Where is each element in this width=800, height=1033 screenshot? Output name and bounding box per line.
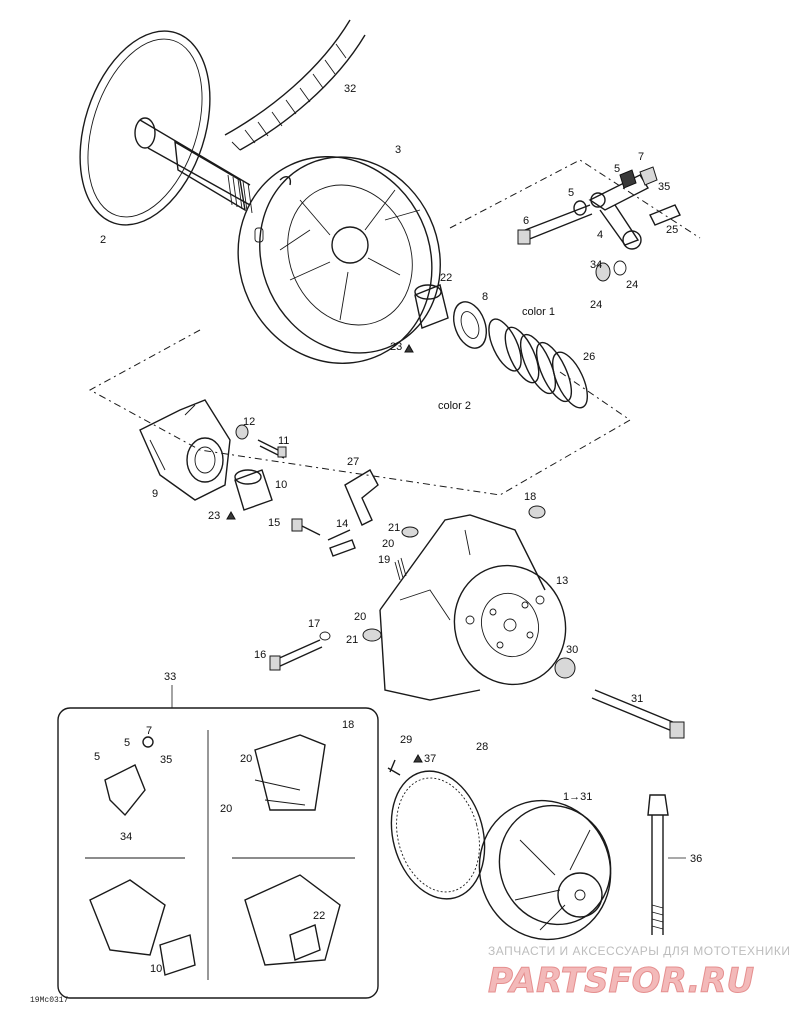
watermark-logo: PARTSFOR.RU	[488, 961, 754, 1001]
ring-gear-part	[387, 753, 486, 900]
callout-10: 10	[275, 479, 287, 491]
callout-11: 11	[278, 435, 289, 447]
callout-3: 3	[395, 144, 401, 156]
callout-16: 16	[254, 649, 266, 661]
fixed-sheave-part	[79, 30, 253, 226]
lever-arm-assembly	[517, 166, 681, 282]
callout-labels: 32 2 3 7 5 5 35 6 4 25 34 24 24 22 8 col…	[94, 83, 702, 975]
callout-inset-5: 5	[94, 751, 100, 763]
assembled-pulley-part	[478, 799, 612, 941]
callout-13: 13	[556, 575, 568, 587]
callout-inset-7: 7	[146, 725, 152, 737]
callout-inset-34: 34	[120, 831, 132, 843]
callout-17: 17	[308, 618, 320, 630]
governor-cup-parts	[139, 399, 287, 520]
callout-37: 37	[424, 753, 436, 765]
callout-26: 26	[583, 351, 595, 363]
callout-inset-18: 18	[342, 719, 354, 731]
callout-20: 20	[382, 538, 394, 550]
callout-inset-22: 22	[313, 910, 325, 922]
callout-33: 33	[164, 671, 176, 683]
callout-5: 5	[568, 187, 574, 199]
callout-15: 15	[268, 517, 280, 529]
callout-25: 25	[666, 224, 678, 236]
callout-27: 27	[347, 456, 359, 468]
callout-23: 23	[390, 341, 402, 353]
callout-21: 21	[388, 522, 400, 534]
callout-19: 19	[378, 554, 390, 566]
callout-color-1: color 1	[522, 306, 555, 318]
callout-5: 5	[614, 163, 620, 175]
callout-inset-5: 5	[124, 737, 130, 749]
callout-21: 21	[346, 634, 358, 646]
callout-30: 30	[566, 644, 578, 656]
callout-inset-10: 10	[150, 963, 162, 975]
watermark-tagline: ЗАПЧАСТИ И АКСЕССУАРЫ ДЛЯ МОТОТЕХНИКИ	[488, 944, 790, 958]
callout-color-2: color 2	[438, 400, 471, 412]
callout-2: 2	[100, 234, 106, 246]
callout-34: 34	[590, 259, 602, 271]
callout-29: 29	[400, 734, 412, 746]
callout-14: 14	[336, 518, 348, 530]
callout-6: 6	[523, 215, 529, 227]
callout-inset-20: 20	[220, 803, 232, 815]
drive-belt-part	[224, 19, 366, 151]
callout-1-to-31: 1→31	[563, 791, 592, 803]
callout-8: 8	[482, 291, 488, 303]
assembly-guide-lines	[88, 159, 701, 496]
callout-31: 31	[631, 693, 643, 705]
sliding-sheave-part	[237, 156, 441, 364]
callout-20: 20	[354, 611, 366, 623]
callout-28: 28	[476, 741, 488, 753]
inset-box-33	[57, 685, 379, 999]
callout-18: 18	[524, 491, 536, 503]
spring-pack-parts	[404, 284, 589, 409]
callout-24: 24	[626, 279, 638, 291]
long-bolt-part	[647, 794, 686, 935]
callout-12: 12	[243, 416, 255, 428]
callout-7: 7	[638, 151, 644, 163]
callout-22: 22	[440, 272, 452, 284]
callout-inset-35: 35	[160, 754, 172, 766]
callout-24: 24	[590, 299, 602, 311]
callout-35: 35	[658, 181, 670, 193]
callout-36: 36	[690, 853, 702, 865]
callout-23: 23	[208, 510, 220, 522]
callout-9: 9	[152, 488, 158, 500]
callout-inset-20: 20	[240, 753, 252, 765]
figure-code: 19Mc0317	[30, 996, 69, 1005]
drive-pulley-body	[269, 469, 685, 739]
callout-4: 4	[597, 229, 603, 241]
callout-32: 32	[344, 83, 356, 95]
